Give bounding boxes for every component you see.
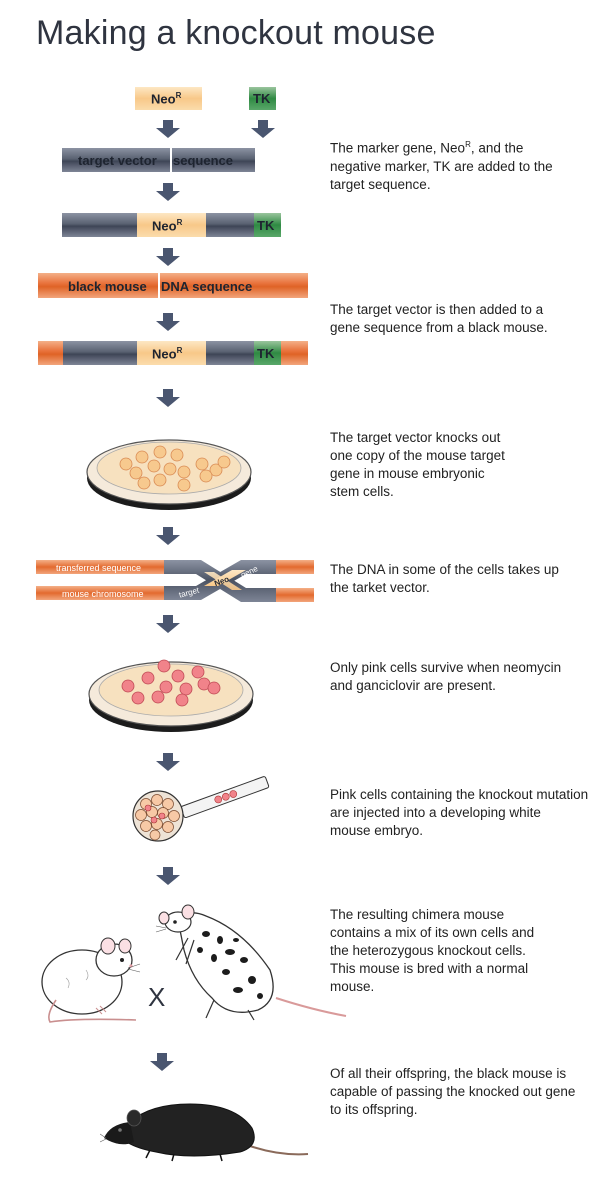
sequence-label: sequence [173,153,233,168]
note-text: capable of passing the knocked out gene [330,1084,576,1099]
neo-label: Neo [151,91,176,107]
note-text: and ganciclovir are present. [330,678,496,693]
note-text: mouse. [330,979,375,994]
vector-neo-label: NeoR [152,218,183,234]
note-sup: R [465,140,471,149]
transferred-sequence-label: transferred sequence [56,563,142,573]
black-mouse-dna-bar-right [160,273,308,298]
petri-dish-yellow-cells [86,439,252,510]
crossover-diagram: target Neo gene [36,560,314,602]
note-text: target sequence. [330,176,431,192]
combined-orange-right [281,341,308,365]
dna-sequence-label: DNA sequence [161,279,253,294]
note-text: one copy of the mouse target [330,448,505,463]
note-chimera: The resulting chimera mouse contains a m… [330,906,534,996]
black-mouse-label: black mouse [68,279,147,294]
vector-tk-segment [254,213,281,237]
note-text: negative marker, TK are added to the [330,158,553,174]
note-offspring: Of all their offspring, the black mouse … [330,1065,575,1119]
note-target-vector-added: The target vector is then added to a gen… [330,301,548,337]
note-text: The resulting chimera mouse [330,907,505,922]
note-pink-injected: Pink cells containing the knockout mutat… [330,786,588,840]
white-mouse-illustration [41,937,141,1023]
note-text: gene sequence from a black mouse. [330,320,548,335]
note-text: mouse embryo. [330,823,424,838]
note-text: stem cells. [330,484,394,499]
chimera-mouse-illustration [155,904,347,1021]
note-text: to its offspring. [330,1102,418,1117]
petri-dish-pink-cells [88,659,254,732]
note-text: The DNA in some of the cells takes up [330,562,559,577]
tk-label: TK [253,91,271,106]
vector-neo-segment [137,213,206,237]
combined-orange-left [38,341,63,365]
note-text: The marker gene, Neo [330,140,466,156]
note-text: The target vector knocks out [330,430,501,445]
note-text: Of all their offspring, the black mouse … [330,1066,567,1081]
mouse-chromosome-label: mouse chromosome [62,589,144,599]
embryo-injection-illustration [132,776,270,842]
note-text: contains a mix of its own cells and [330,925,535,940]
black-mouse-illustration [100,1103,309,1162]
cross-symbol: X [148,982,166,1012]
note-text: are injected into a developing white [330,805,541,820]
page-title: Making a knockout mouse [36,14,436,52]
note-text: gene in mouse embryonic [330,466,485,481]
note-text: Only pink cells survive when neomycin [330,660,562,675]
neo-marker-block: NeoR [135,87,202,110]
note-dna-takes-up: The DNA in some of the cells takes up th… [330,561,559,597]
note-knocks-out: The target vector knocks out one copy of… [330,429,505,501]
combined-neo-label: NeoR [152,346,183,362]
note-text: , and the [470,140,524,156]
combined-neo [137,341,206,365]
neo-sup: R [175,91,182,100]
note-text: the tarket vector. [330,580,430,595]
note-text: The target vector is then added to a [330,302,544,317]
note-text: This mouse is bred with a normal [330,961,529,976]
target-vector-bar-right [172,148,255,172]
target-vector-label: target vector [78,153,157,168]
vector-tk-label: TK [257,218,275,233]
combined-tk [254,341,281,365]
note-pink-survive: Only pink cells survive when neomycin an… [330,659,561,695]
black-mouse-dna-bar-left [38,273,158,298]
combined-tk-label: TK [257,346,275,361]
note-text: Pink cells containing the knockout mutat… [330,787,589,802]
note-marker-genes: The marker gene, NeoR, and the negative … [330,136,553,194]
combined-grey-right [206,341,254,365]
target-vector-bar-left [62,148,170,172]
vector-right-segment [206,213,254,237]
tk-marker-block: TK [249,87,276,110]
note-text: the heterozygous knockout cells. [330,943,526,958]
combined-grey-left [63,341,137,365]
vector-left-segment [62,213,137,237]
